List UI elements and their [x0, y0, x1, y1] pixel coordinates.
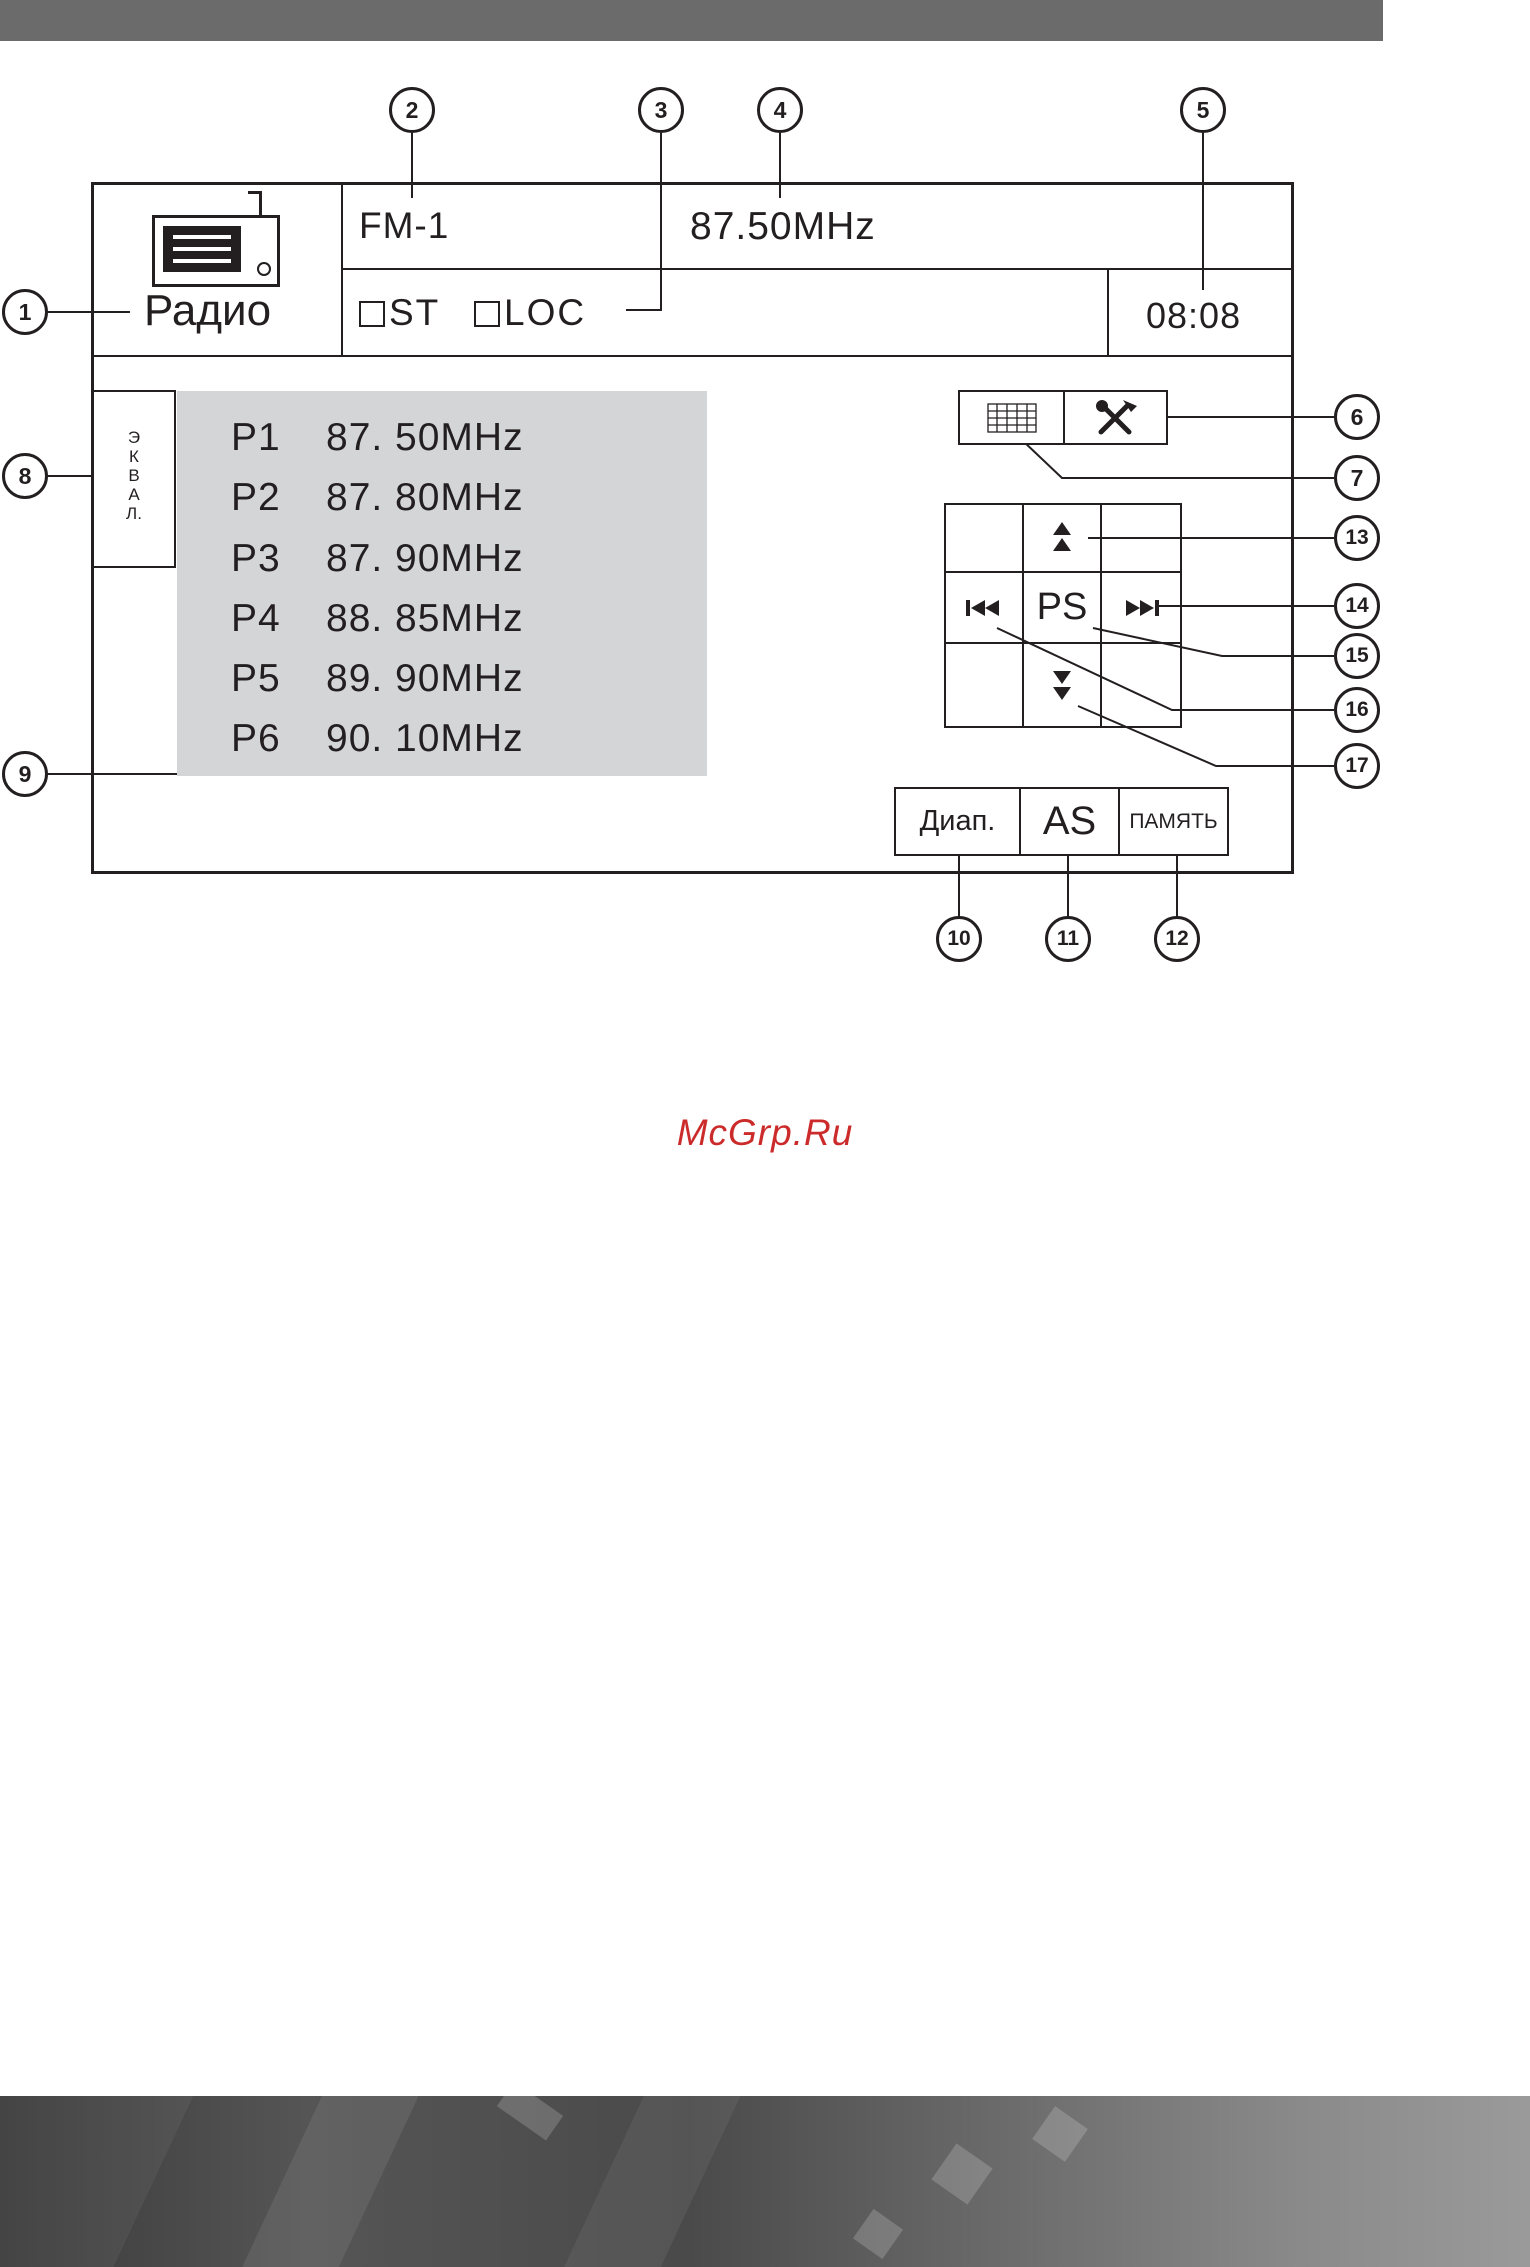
- preset-frequency: 87. 80MHz: [326, 476, 524, 519]
- st-label: ST: [389, 292, 440, 333]
- antenna-icon: [248, 191, 262, 215]
- tune-down-button[interactable]: [1024, 644, 1100, 726]
- preset-number: P3: [231, 537, 326, 581]
- seek-back-button[interactable]: [946, 573, 1022, 642]
- eq-letter: Э: [94, 428, 174, 447]
- st-checkbox: [359, 301, 385, 327]
- ps-label: PS: [1037, 586, 1088, 629]
- grid-button[interactable]: [958, 390, 1065, 445]
- callout-4: 4: [757, 87, 803, 133]
- tune-up-button[interactable]: [1024, 505, 1100, 571]
- header-divider-h: [341, 268, 1291, 270]
- callout-12: 12: [1154, 916, 1200, 962]
- decorative-footer-band: [0, 2096, 1530, 2267]
- preset-frequency: 90. 10MHz: [326, 717, 524, 760]
- equalizer-label: Э К В А Л.: [94, 428, 174, 523]
- callout-6: 6: [1334, 394, 1380, 440]
- radio-source-button[interactable]: Радио: [94, 185, 341, 355]
- skip-forward-icon: [1122, 598, 1160, 618]
- clock-display: 08:08: [1146, 298, 1241, 334]
- callout-14: 14: [1334, 583, 1380, 629]
- seek-forward-button[interactable]: [1102, 573, 1180, 642]
- auto-store-button[interactable]: AS: [1019, 787, 1120, 856]
- tools-icon: [1093, 398, 1139, 438]
- frequency-display: 87.50MHz: [690, 207, 876, 246]
- preset-frequency: 89. 90MHz: [326, 657, 524, 700]
- double-down-arrow-icon: [1051, 667, 1073, 703]
- preset-frequency: 88. 85MHz: [326, 597, 524, 640]
- memory-button[interactable]: ПАМЯТЬ: [1118, 787, 1229, 856]
- watermark: McGrp.Ru: [0, 1112, 1530, 1154]
- tuning-pad: PS: [944, 503, 1182, 728]
- callout-10: 10: [936, 916, 982, 962]
- preset-frequency: 87. 90MHz: [326, 537, 524, 580]
- callout-1: 1: [2, 289, 48, 335]
- preset-number: P4: [231, 597, 326, 641]
- settings-button[interactable]: [1063, 390, 1168, 445]
- preset-frequency: 87. 50MHz: [326, 416, 524, 459]
- equalizer-button[interactable]: Э К В А Л.: [94, 390, 176, 568]
- loc-checkbox: [474, 301, 500, 327]
- st-indicator: ST: [359, 294, 440, 331]
- callout-11: 11: [1045, 916, 1091, 962]
- callout-17: 17: [1334, 743, 1380, 789]
- band-button-label: Диап.: [920, 805, 996, 838]
- eq-letter: Л.: [94, 504, 174, 523]
- preset-number: P5: [231, 657, 326, 701]
- double-up-arrow-icon: [1051, 520, 1073, 556]
- eq-letter: В: [94, 466, 174, 485]
- callout-3: 3: [638, 87, 684, 133]
- callout-9: 9: [2, 751, 48, 797]
- grid-icon: [987, 403, 1037, 433]
- clock-divider: [1107, 268, 1109, 357]
- callout-5: 5: [1180, 87, 1226, 133]
- loc-label: LOC: [504, 292, 586, 333]
- as-button-label: AS: [1043, 799, 1096, 844]
- skip-back-icon: [965, 598, 1003, 618]
- band-indicator: FM-1: [359, 207, 449, 244]
- band-button[interactable]: Диап.: [894, 787, 1021, 856]
- callout-15: 15: [1334, 633, 1380, 679]
- eq-letter: К: [94, 447, 174, 466]
- radio-screen: Радио FM-1 87.50MHz ST LOC 08:08 Э К В А…: [91, 182, 1294, 874]
- memory-button-label: ПАМЯТЬ: [1129, 810, 1217, 834]
- preset-number: P2: [231, 476, 326, 520]
- header-bottom-border: [94, 355, 1291, 357]
- source-label: Радио: [144, 289, 271, 333]
- callout-16: 16: [1334, 687, 1380, 733]
- loc-indicator: LOC: [474, 294, 586, 331]
- radio-icon: [152, 215, 280, 287]
- callout-7: 7: [1334, 455, 1380, 501]
- eq-letter: А: [94, 485, 174, 504]
- callout-13: 13: [1334, 515, 1380, 561]
- callout-8: 8: [2, 453, 48, 499]
- ps-button[interactable]: PS: [1024, 573, 1100, 642]
- header-divider-v: [341, 185, 343, 357]
- preset-number: P1: [231, 416, 326, 460]
- preset-number: P6: [231, 717, 326, 761]
- callout-2: 2: [389, 87, 435, 133]
